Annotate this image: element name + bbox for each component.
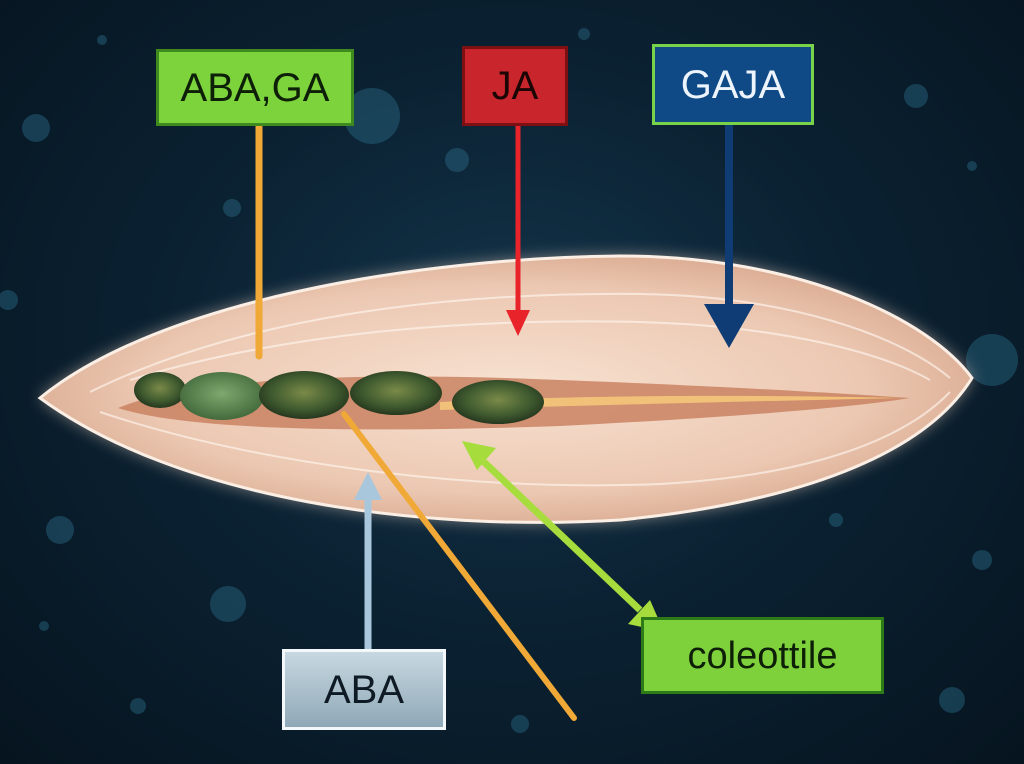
embryo-segment [134, 372, 186, 408]
label-coleottile: coleottile [641, 617, 884, 694]
embryo-segment [350, 371, 442, 415]
embryo-segment [180, 372, 264, 420]
embryo-axis [440, 395, 900, 410]
embryo-segment [259, 371, 349, 419]
label-ja: JA [462, 46, 568, 126]
seed-striations [89, 292, 951, 487]
background-specks [0, 28, 1018, 733]
aba-arrow [354, 472, 382, 650]
embryo-segment [452, 380, 544, 424]
aba-diagonal-line [341, 411, 577, 721]
label-aba: ABA [282, 649, 446, 730]
label-gaja: GAJA [652, 44, 814, 125]
gaja-arrow [704, 125, 754, 348]
ja-arrow [506, 126, 530, 336]
label-aba-ga: ABA,GA [156, 49, 354, 126]
embryo-segments [134, 371, 544, 424]
